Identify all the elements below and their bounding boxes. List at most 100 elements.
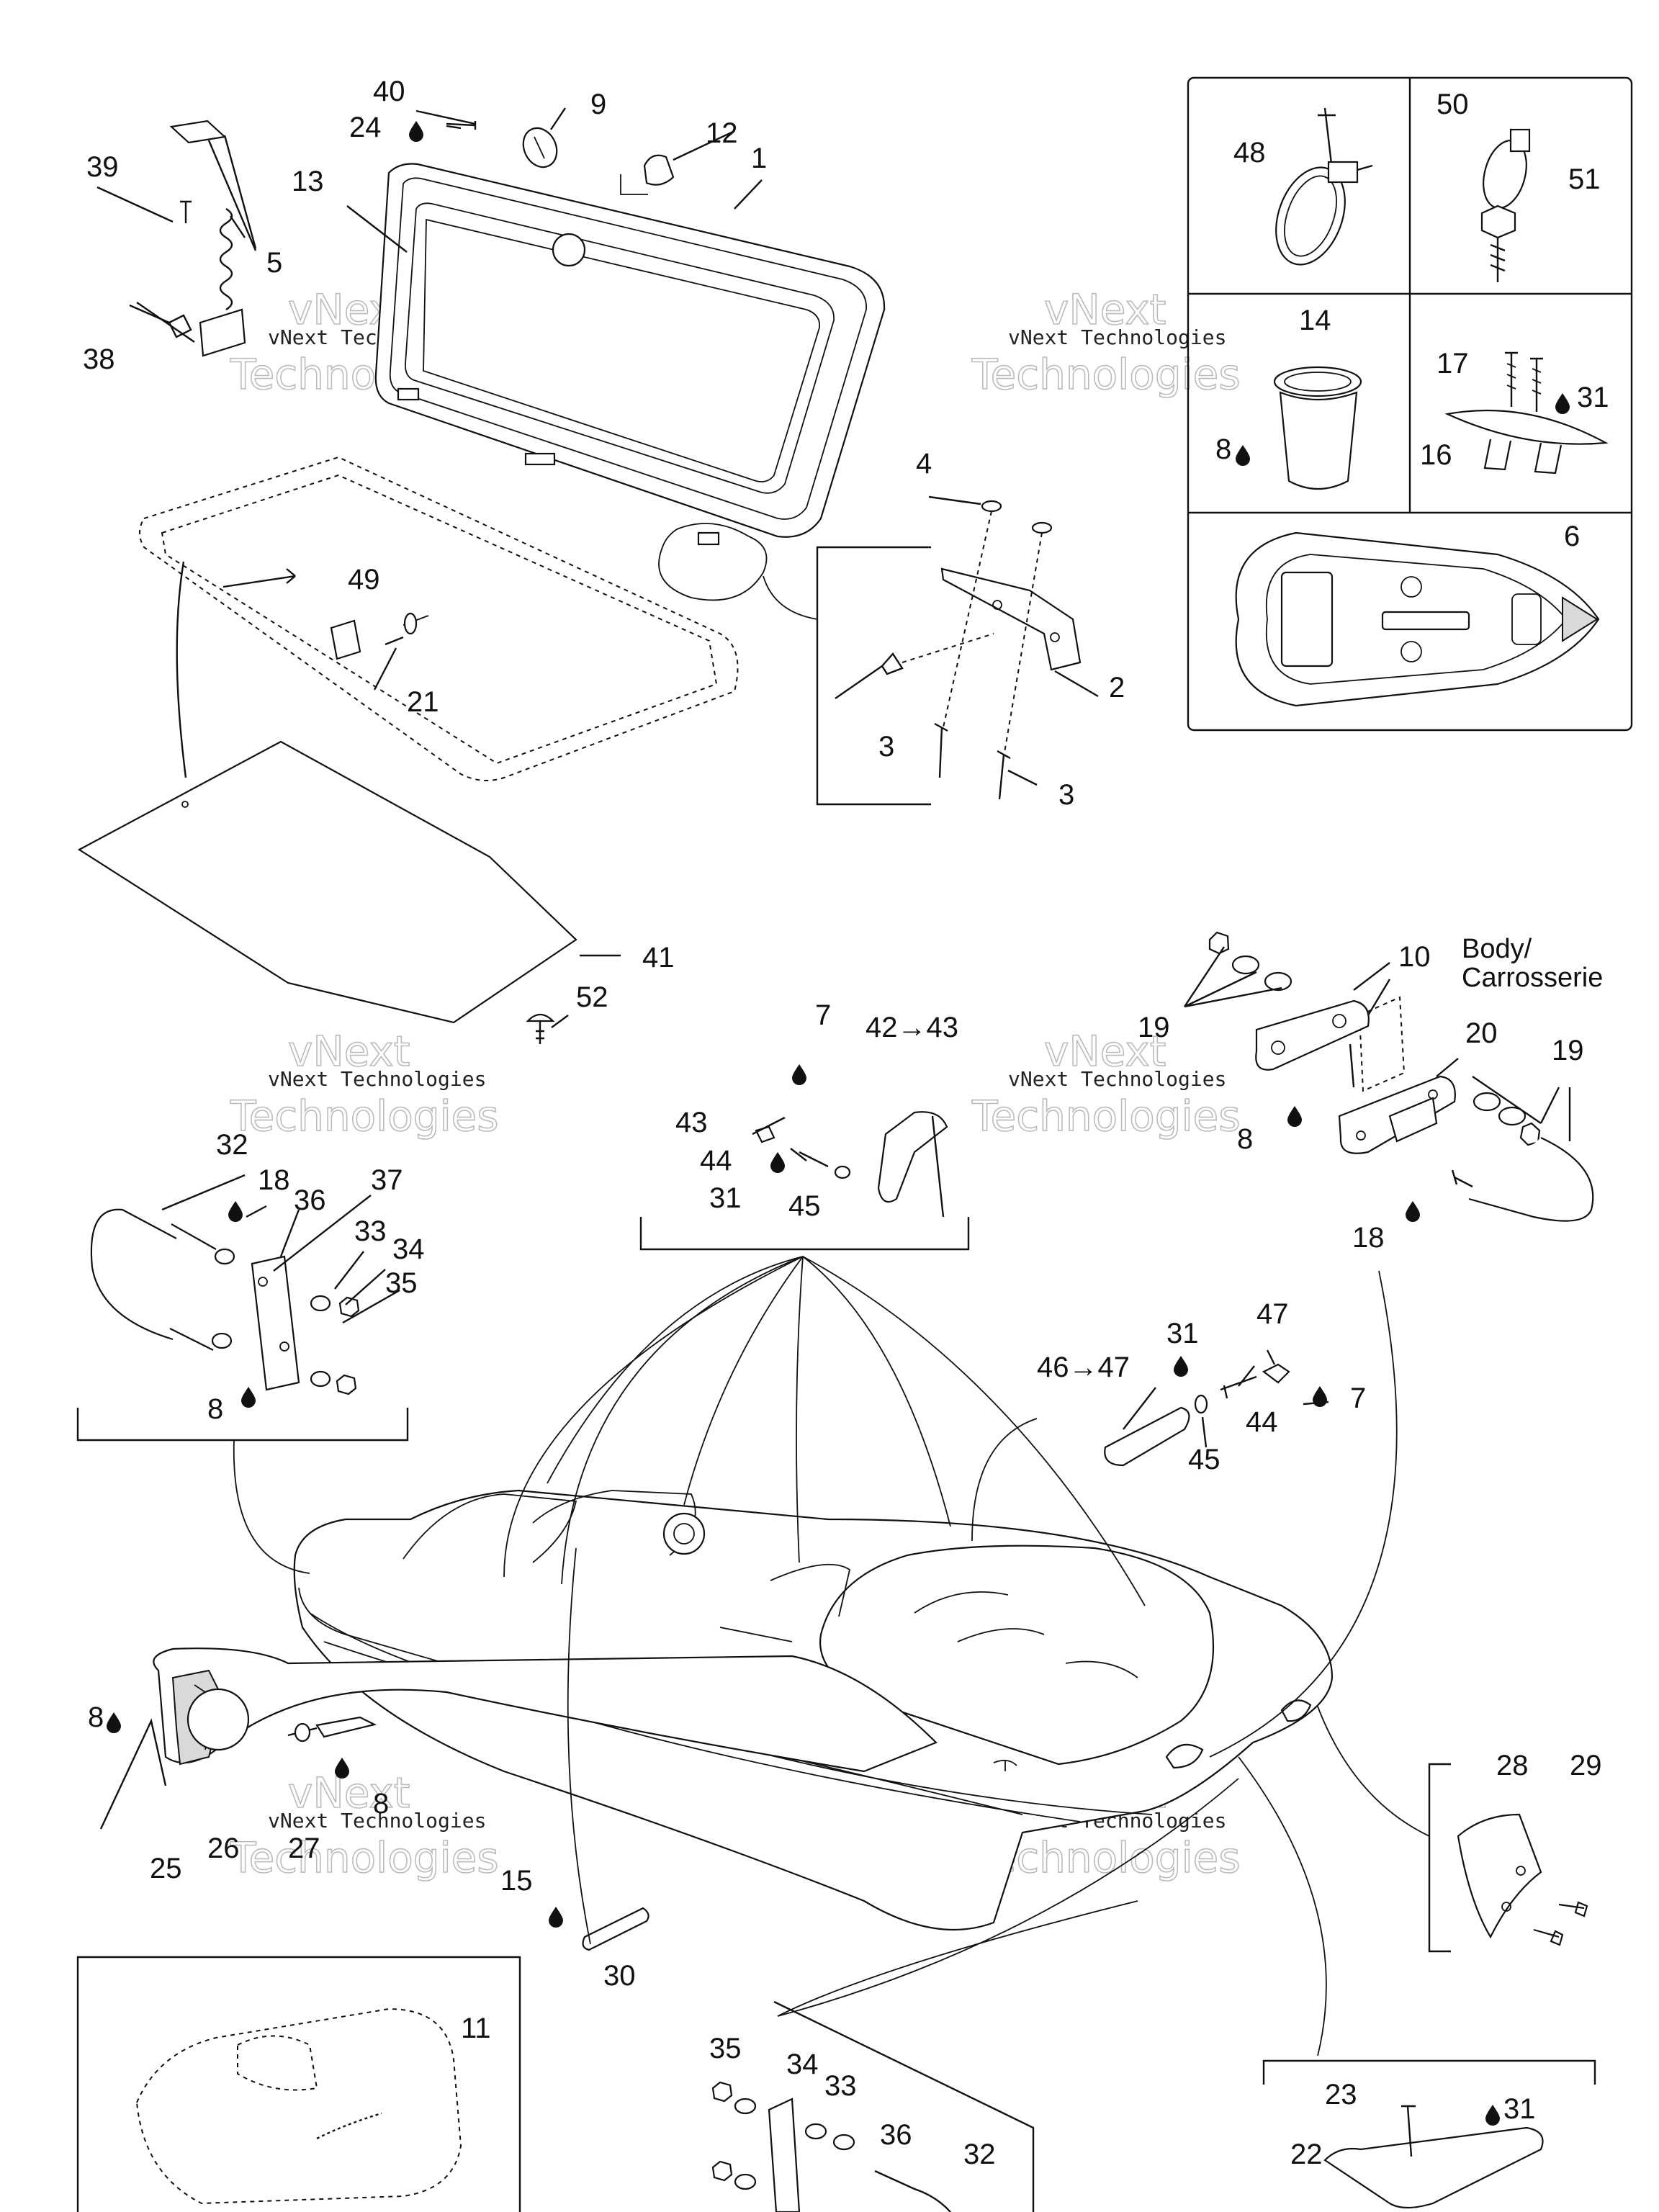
svg-text:vNext: vNext bbox=[288, 1027, 410, 1076]
cleat-detail-bottom-right bbox=[1262, 2059, 1596, 2209]
bracket-10-20 bbox=[1208, 931, 1594, 1222]
callout-5: 5 bbox=[266, 247, 282, 279]
callout-32a: 32 bbox=[216, 1129, 248, 1161]
svg-text:Technologies: Technologies bbox=[971, 350, 1241, 399]
callout-8e: 8 bbox=[373, 1788, 389, 1820]
clip-9 bbox=[446, 121, 558, 168]
cleat-16 bbox=[1444, 409, 1609, 475]
grab-handle-detail bbox=[639, 1111, 970, 1251]
callout-50: 50 bbox=[1437, 89, 1469, 120]
watermark-5: vNext Technologies vNext Technologies bbox=[229, 1768, 499, 1883]
callout-41: 41 bbox=[642, 942, 675, 974]
callout-32b: 32 bbox=[963, 2139, 996, 2170]
callout-31b: 31 bbox=[1577, 382, 1609, 413]
boat-top-view-6 bbox=[1235, 531, 1600, 707]
callout-34b: 34 bbox=[786, 2049, 819, 2080]
callout-51: 51 bbox=[1568, 163, 1601, 195]
callout-11: 11 bbox=[461, 2013, 491, 2044]
bracket-21 bbox=[330, 612, 429, 660]
hinge-detail bbox=[658, 500, 1082, 806]
storage-tray-outline bbox=[139, 456, 739, 781]
callout-14: 14 bbox=[1299, 305, 1331, 336]
cup-holder-14 bbox=[1273, 366, 1362, 490]
drop-icon bbox=[228, 1201, 243, 1222]
callout-39: 39 bbox=[86, 151, 119, 183]
drop-icon bbox=[1174, 1356, 1188, 1377]
drop-icon bbox=[1485, 2105, 1500, 2126]
callout-23: 23 bbox=[1325, 2079, 1357, 2110]
plug-52 bbox=[526, 1013, 555, 1044]
callout-44a: 44 bbox=[700, 1145, 732, 1177]
detail-box-top-right bbox=[1187, 76, 1633, 732]
drop-icon bbox=[770, 1152, 785, 1173]
callout-8d: 8 bbox=[88, 1701, 104, 1733]
grab-handle-46-47 bbox=[1104, 1363, 1290, 1467]
callout-42: 42→43 bbox=[866, 1012, 958, 1043]
callout-45a: 45 bbox=[788, 1190, 821, 1222]
callout-19b: 19 bbox=[1552, 1035, 1584, 1066]
callout-30: 30 bbox=[603, 1960, 636, 1992]
callout-4: 4 bbox=[916, 448, 932, 480]
callout-3b: 3 bbox=[1058, 779, 1074, 811]
svg-text:vNext: vNext bbox=[1044, 1027, 1166, 1076]
callout-8b: 8 bbox=[1237, 1123, 1253, 1155]
watermark-3: vNext Technologies vNext Technologies bbox=[229, 1026, 499, 1141]
callout-47: 47 bbox=[1256, 1298, 1289, 1330]
svg-text:Technologies: Technologies bbox=[971, 1092, 1241, 1141]
callout-18a: 18 bbox=[258, 1164, 290, 1196]
svg-text:vNext Technologies: vNext Technologies bbox=[1008, 1067, 1226, 1091]
callout-7b: 7 bbox=[1350, 1382, 1366, 1414]
callout-36b: 36 bbox=[880, 2119, 912, 2151]
handle-30 bbox=[582, 1907, 649, 1951]
callout-20: 20 bbox=[1465, 1017, 1498, 1049]
callout-13: 13 bbox=[292, 166, 324, 197]
callout-40: 40 bbox=[373, 76, 405, 107]
drop-icon bbox=[1287, 1106, 1302, 1127]
callout-22: 22 bbox=[1290, 2139, 1323, 2170]
callout-31c: 31 bbox=[709, 1182, 742, 1214]
label-carrosserie: Carrosserie bbox=[1462, 963, 1603, 993]
drop-icon bbox=[409, 121, 423, 142]
detail-box-bottom-left bbox=[76, 1956, 521, 2212]
callout-15: 15 bbox=[500, 1865, 533, 1897]
svg-text:vNext: vNext bbox=[1044, 285, 1166, 334]
u-bolt-detail-left bbox=[76, 1208, 409, 1442]
drop-icon bbox=[792, 1064, 806, 1085]
callout-31a: 31 bbox=[1166, 1318, 1199, 1349]
callout-44b: 44 bbox=[1246, 1406, 1278, 1438]
callout-8c: 8 bbox=[207, 1393, 223, 1425]
watermark-2: vNext Technologies vNext Technologies bbox=[971, 284, 1241, 400]
callout-16: 16 bbox=[1420, 439, 1452, 471]
u-bolt-detail-bottom bbox=[711, 2000, 1035, 2212]
callout-8a: 8 bbox=[1215, 433, 1231, 465]
callout-9: 9 bbox=[590, 89, 606, 120]
callout-43: 43 bbox=[675, 1107, 708, 1138]
callout-49: 49 bbox=[348, 564, 380, 595]
drop-icon bbox=[335, 1758, 349, 1779]
callout-25: 25 bbox=[150, 1853, 182, 1884]
callout-33a: 33 bbox=[354, 1215, 387, 1247]
clip-screw-51 bbox=[1480, 204, 1516, 282]
callout-34a: 34 bbox=[392, 1233, 425, 1265]
callout-18b: 18 bbox=[1352, 1222, 1385, 1254]
latch-12 bbox=[620, 154, 675, 195]
svg-text:Technologies: Technologies bbox=[230, 1092, 499, 1141]
callout-35b: 35 bbox=[709, 2033, 742, 2064]
svg-text:vNext Technologies: vNext Technologies bbox=[268, 1067, 486, 1091]
drop-icon bbox=[107, 1712, 121, 1733]
watermark-4: vNext Technologies vNext Technologies bbox=[971, 1026, 1241, 1141]
callout-31d: 31 bbox=[1503, 2093, 1536, 2125]
label-body: Body/ bbox=[1462, 934, 1532, 964]
callout-6: 6 bbox=[1564, 521, 1580, 552]
callout-3a: 3 bbox=[878, 731, 894, 763]
callout-33b: 33 bbox=[824, 2070, 857, 2102]
drop-icon bbox=[1406, 1201, 1420, 1222]
callout-48: 48 bbox=[1233, 137, 1266, 168]
callout-28: 28 bbox=[1496, 1750, 1529, 1781]
cable-tie-48 bbox=[1275, 107, 1373, 266]
callout-27: 27 bbox=[288, 1833, 320, 1864]
svg-text:Technologies: Technologies bbox=[230, 1833, 499, 1882]
callout-19a: 19 bbox=[1138, 1012, 1170, 1043]
callout-29: 29 bbox=[1570, 1750, 1602, 1781]
